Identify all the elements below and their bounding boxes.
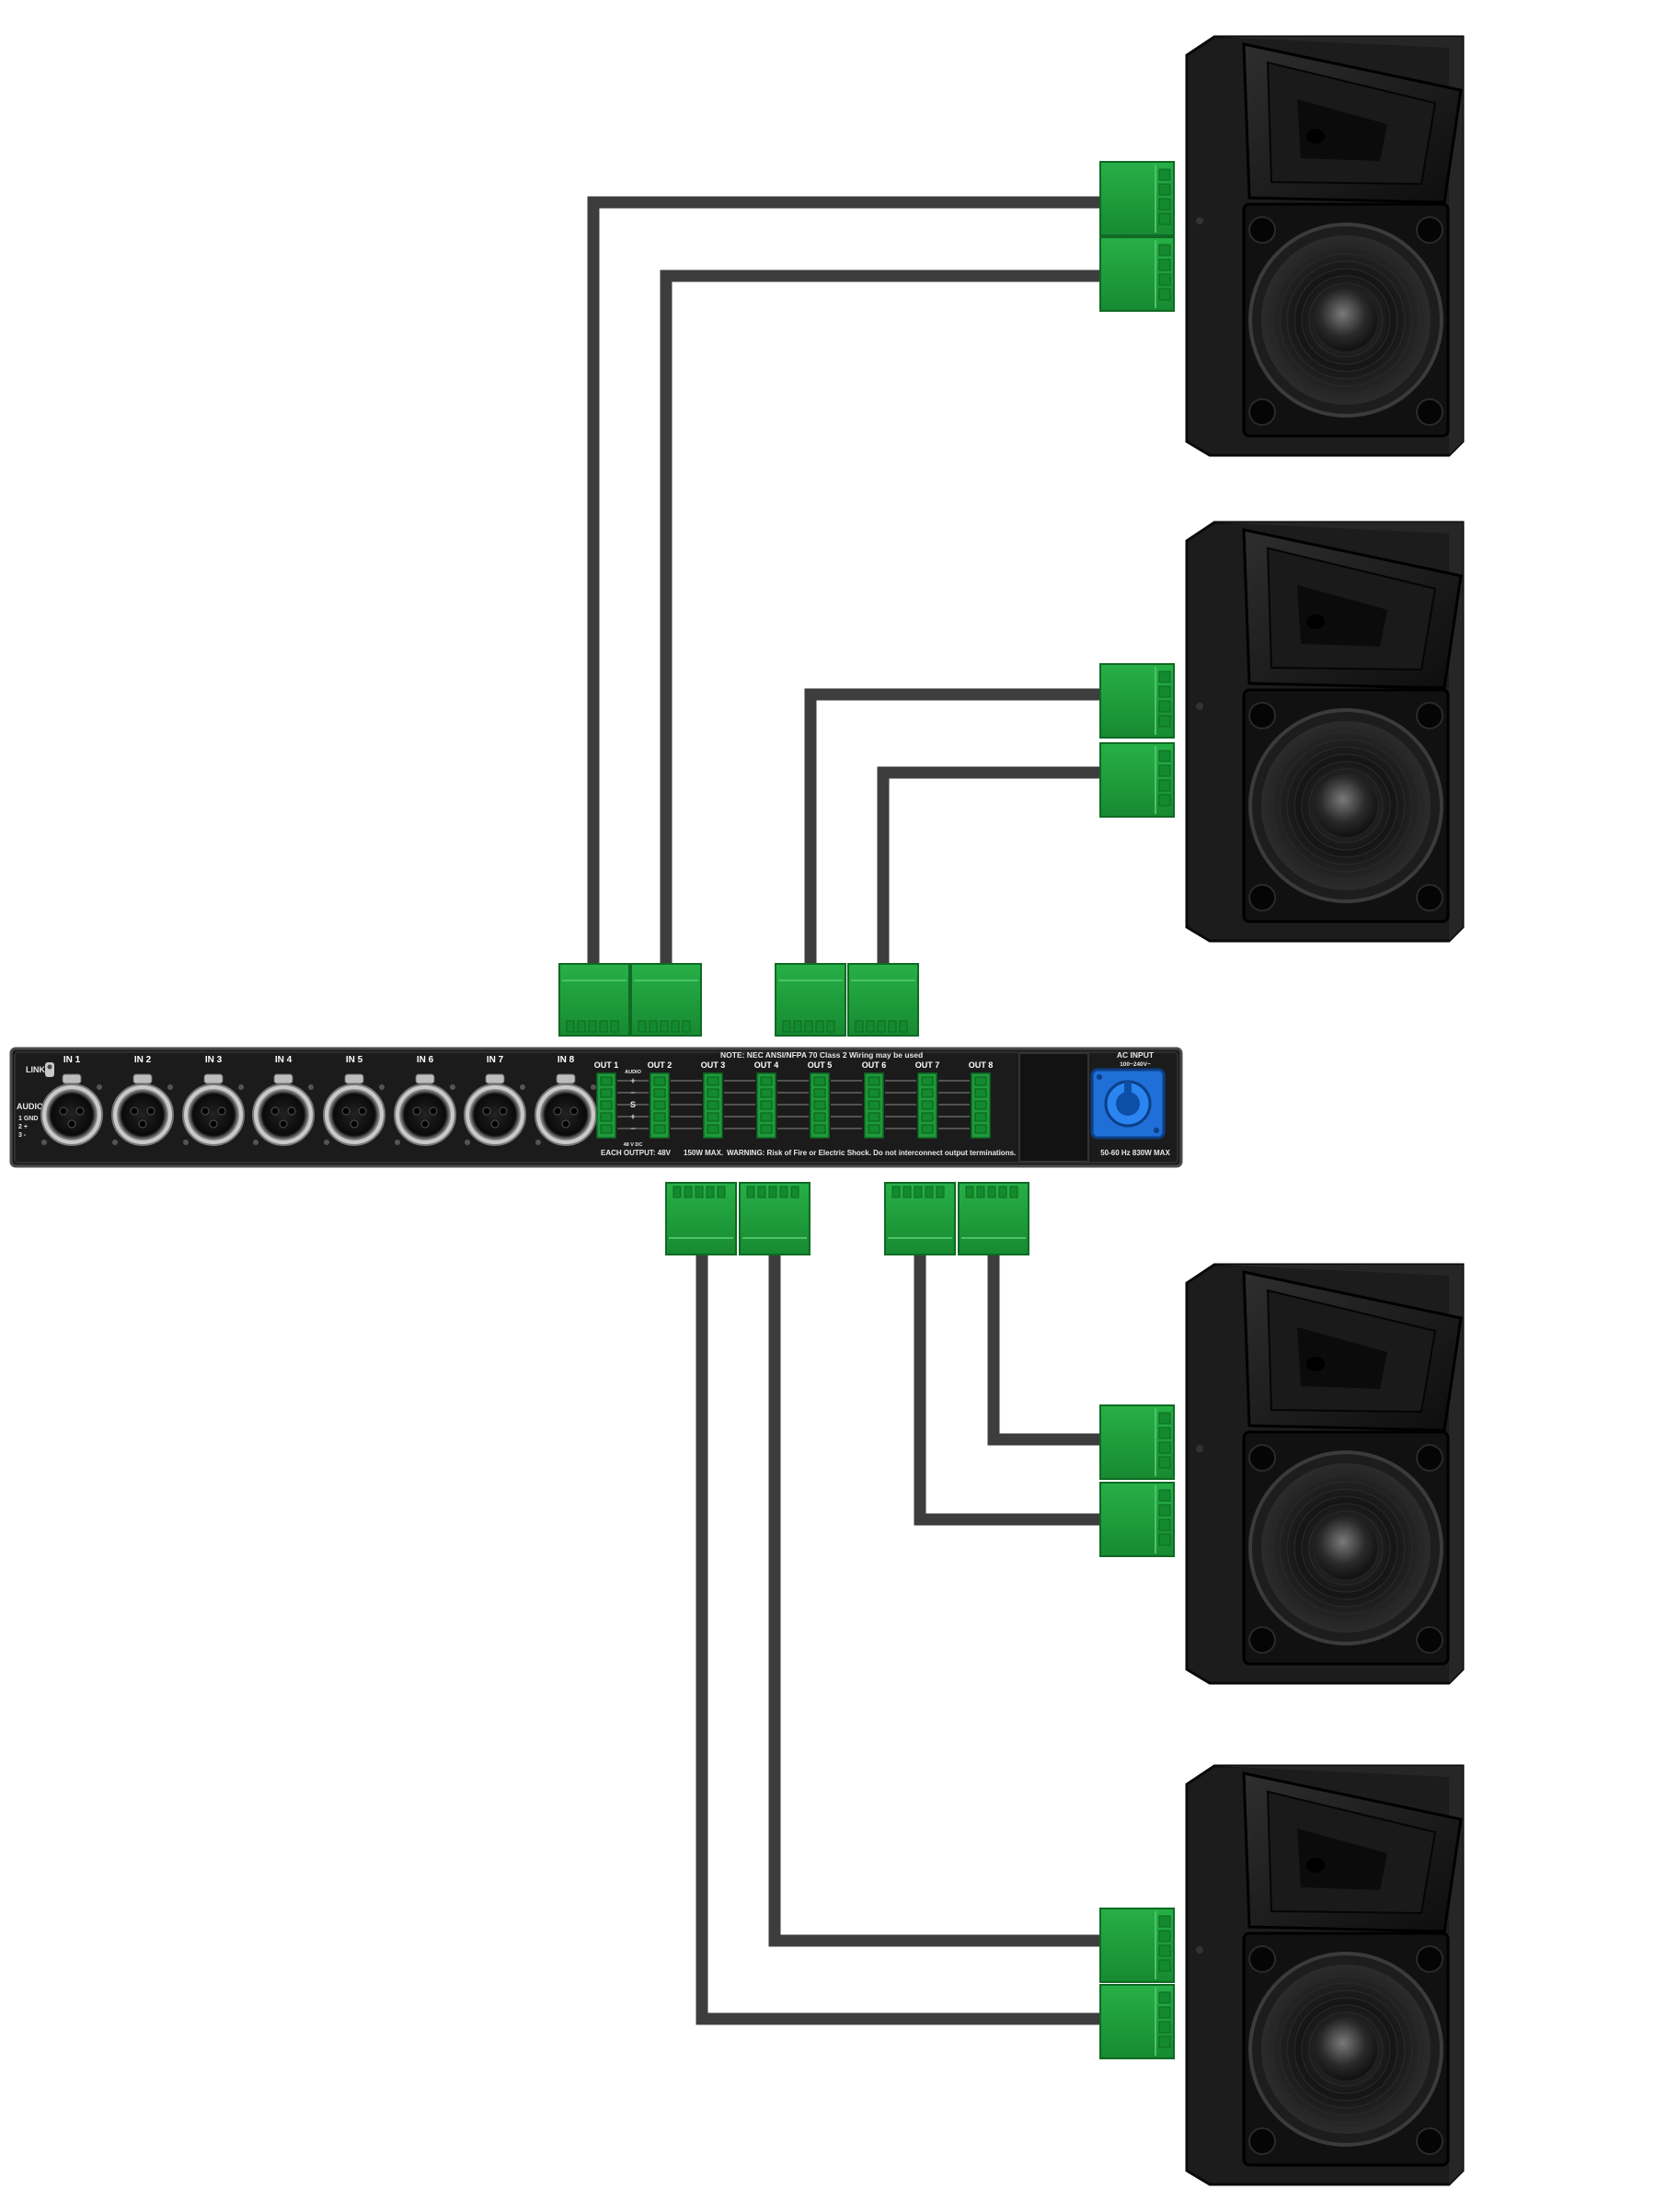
speaker-4: speaker-icon xyxy=(1185,1764,1465,2186)
pin-legend-item: 1 GND xyxy=(18,1116,38,1122)
cables xyxy=(587,196,1100,2025)
speaker-1-connector-2[interactable] xyxy=(1099,236,1175,312)
output-terminal-2[interactable]: OUT 2 xyxy=(648,1060,702,1139)
cable-out1-speaker1-upper xyxy=(587,196,1100,964)
output-connector-bottom-3[interactable] xyxy=(884,1182,956,1255)
ac-inlet-screw xyxy=(1154,1128,1159,1133)
ac-inlet-screw xyxy=(1097,1074,1102,1080)
output-connector-top-2[interactable] xyxy=(630,963,702,1037)
nec-note: NOTE: NEC ANSI/NFPA 70 Class 2 Wiring ma… xyxy=(720,1050,923,1060)
input-label: IN 4 xyxy=(275,1055,293,1065)
terminal-audio-label: AUDIO xyxy=(625,1070,641,1075)
speaker-2: speaker-icon xyxy=(1185,521,1465,943)
xlr-input-5[interactable]: IN 5 xyxy=(323,1055,385,1146)
output-label: OUT 4 xyxy=(754,1060,779,1070)
link-label: LINK xyxy=(26,1065,45,1074)
input-label: IN 6 xyxy=(417,1055,434,1065)
speaker-4-connector-1[interactable] xyxy=(1099,1908,1175,1983)
output-terminal-3[interactable]: OUT 3 xyxy=(701,1060,755,1139)
output-label: OUT 7 xyxy=(915,1060,940,1070)
speaker-dust-cap xyxy=(1315,1517,1377,1579)
xlr-input-2[interactable]: IN 2 xyxy=(111,1055,174,1146)
speaker-1: speaker-icon xyxy=(1185,35,1465,457)
xlr-input-6[interactable]: IN 6 xyxy=(394,1055,456,1146)
output-rating: EACH OUTPUT: 48V xyxy=(601,1149,672,1157)
pin-legend-item: 3 - xyxy=(18,1132,27,1139)
cable-out6-speaker4-upper xyxy=(768,1219,1100,1947)
cable-out5-speaker4-lower xyxy=(696,1219,1100,2025)
warning-text: WARNING: Risk of Fire or Electric Shock.… xyxy=(727,1149,1016,1157)
output-label: OUT 5 xyxy=(808,1060,833,1070)
xlr-inputs: IN 1 IN 2 IN 3 IN 4 IN 5 IN 6 IN 7 IN 8 xyxy=(40,1055,597,1146)
speaker-dust-cap xyxy=(1315,2018,1377,2080)
output-terminal-8[interactable]: OUT 8 xyxy=(969,1060,994,1139)
input-label: IN 5 xyxy=(346,1055,363,1065)
speaker-3-connector-2[interactable] xyxy=(1099,1482,1175,1557)
audio-label: AUDIO xyxy=(17,1102,43,1111)
output-terminal-5[interactable]: OUT 5 xyxy=(808,1060,862,1139)
input-label: IN 7 xyxy=(487,1055,504,1065)
terminal-mark: S xyxy=(630,1100,636,1109)
output-terminal-6[interactable]: OUT 6 xyxy=(862,1060,916,1139)
output-connector-top-4[interactable] xyxy=(847,963,919,1037)
speaker-2-connector-2[interactable] xyxy=(1099,742,1175,818)
ac-input-range: 100~240V~ xyxy=(1120,1061,1151,1068)
xlr-input-1[interactable]: IN 1 xyxy=(40,1055,103,1146)
cable-out3-speaker2-upper xyxy=(804,688,1100,964)
output-label: OUT 3 xyxy=(701,1060,726,1070)
output-label: OUT 2 xyxy=(648,1060,673,1070)
output-connector-top-1[interactable] xyxy=(558,963,630,1037)
terminal-mark: − xyxy=(630,1088,635,1097)
speaker-3: speaker-icon xyxy=(1185,1263,1465,1685)
output-label: OUT 6 xyxy=(862,1060,887,1070)
output-connector-bottom-2[interactable] xyxy=(739,1182,811,1255)
terminal-mark: + xyxy=(630,1112,635,1121)
power-spec: 50-60 Hz 830W MAX xyxy=(1100,1149,1170,1157)
blank-plate xyxy=(1018,1052,1089,1163)
xlr-input-8[interactable]: IN 8 xyxy=(535,1055,597,1146)
xlr-input-3[interactable]: IN 3 xyxy=(182,1055,245,1146)
ac-input-label: AC INPUT xyxy=(1117,1050,1155,1060)
speaker-4-connector-2[interactable] xyxy=(1099,1984,1175,2059)
output-terminal-1[interactable]: OUT 1 xyxy=(594,1060,649,1139)
output-terminal-4[interactable]: OUT 4 xyxy=(754,1060,809,1139)
speaker-3-connector-1[interactable] xyxy=(1099,1404,1175,1480)
input-label: IN 3 xyxy=(205,1055,223,1065)
speaker-dust-cap xyxy=(1315,289,1377,351)
xlr-input-7[interactable]: IN 7 xyxy=(464,1055,526,1146)
cable-out2-speaker1-lower xyxy=(660,269,1100,964)
output-terminals: OUT 1 OUT 2 OUT 3 OUT 4 OUT 5 OUT 6 OUT 7 OUT 8… xyxy=(594,1060,994,1148)
cable-out4-speaker2-lower xyxy=(877,766,1100,964)
phoenix-connectors xyxy=(558,161,1175,2059)
speaker-dust-cap xyxy=(1315,774,1377,837)
speaker-2-connector-1[interactable] xyxy=(1099,663,1175,739)
terminal-mark: + xyxy=(630,1076,635,1085)
input-label: IN 8 xyxy=(558,1055,575,1065)
output-label: OUT 8 xyxy=(969,1060,994,1070)
input-label: IN 1 xyxy=(63,1055,81,1065)
speakers: speaker-icon speaker-icon speaker-icon spea… xyxy=(1185,35,1465,2186)
terminal-sub-label: 48 V DC xyxy=(624,1142,643,1148)
pin-legend-item: 2 + xyxy=(18,1124,28,1130)
terminal-mark: − xyxy=(630,1124,635,1133)
pin-legend: 1 GND 2 + 3 - xyxy=(18,1116,38,1139)
output-connector-bottom-1[interactable] xyxy=(665,1182,737,1255)
output-terminal-7[interactable]: OUT 7 xyxy=(915,1060,970,1139)
speaker-1-connector-1[interactable] xyxy=(1099,161,1175,236)
cable-out8-speaker3-upper xyxy=(987,1219,1100,1446)
link-switch[interactable] xyxy=(45,1062,54,1077)
xlr-input-4[interactable]: IN 4 xyxy=(252,1055,315,1146)
output-connector-top-3[interactable] xyxy=(775,963,846,1037)
output-label: OUT 1 xyxy=(594,1060,619,1070)
max-power: 150W MAX. xyxy=(684,1149,723,1157)
cable-out7-speaker3-lower xyxy=(914,1219,1100,1526)
output-connector-bottom-4[interactable] xyxy=(958,1182,1029,1255)
input-label: IN 2 xyxy=(134,1055,152,1065)
